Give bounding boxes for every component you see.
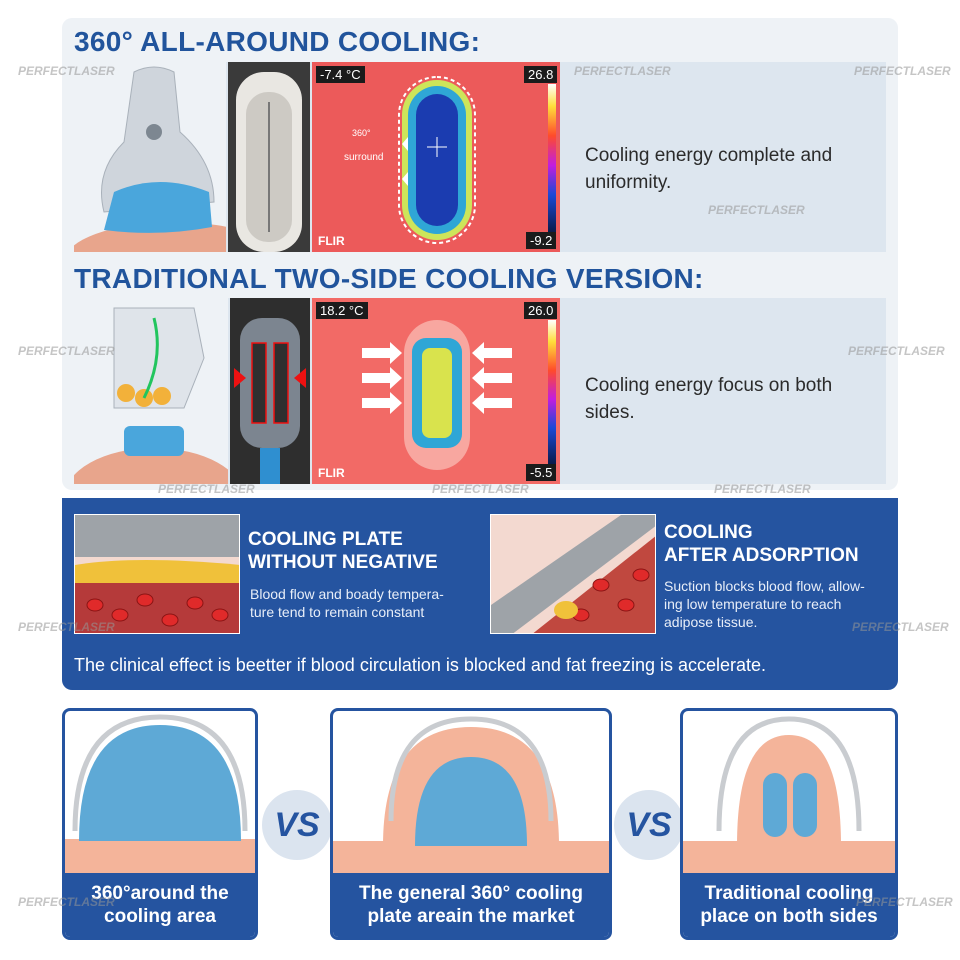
cooling-plate-desc-line2: ture tend to remain constant [250,604,425,620]
thermal-temp-readout: 18.2 °C [316,302,368,319]
section2-description: Cooling energy focus on both sides. [585,375,833,423]
thermal-scale-min: -9.2 [526,232,557,249]
card-360-label: 360°around the cooling area [65,873,255,937]
cooling-plate-no-negative-diagram [74,514,240,634]
cooling-plate-title-line1: COOLING PLATE [248,529,403,550]
watermark: PERFECTLASER [854,64,951,78]
thermal-image-two-side: 18.2 °C 26.0 -5.5 FLIR [312,298,560,484]
watermark: PERFECTLASER [18,620,115,634]
applicator-360-photo [228,62,310,252]
applicator-two-side-photo [230,298,310,484]
flir-logo: FLIR [318,466,345,480]
card-two-side: Traditional cooling place on both sides [680,708,898,940]
cooling-plate-desc-line1: Blood flow and boady tempera- [250,586,444,602]
adsorption-title-line2: AFTER ADSORPTION [664,545,859,566]
thermal-annotation-360: 360° [352,128,371,138]
card-general-360: The general 360° cooling plate areain th… [330,708,612,940]
flir-logo: FLIR [318,234,345,248]
watermark: PERFECTLASER [856,895,953,909]
watermark: PERFECTLASER [848,344,945,358]
adsorption-desc-line1: Suction blocks blood flow, allow- [664,578,865,594]
card-360-label-line2: cooling area [104,906,216,927]
thermal-scale-max: 26.0 [524,302,558,319]
watermark: PERFECTLASER [432,482,529,496]
watermark: PERFECTLASER [574,64,671,78]
adsorption-title-line1: COOLING [664,522,753,543]
section2-title: TRADITIONAL TWO-SIDE COOLING VERSION: [74,263,704,294]
thermal-image-360: -7.4 °C 26.8 -9.2 FLIR 360° surround [312,62,560,252]
card-360-label-line1: 360°around the [91,883,229,904]
handpiece-two-side-image [74,298,228,484]
adsorption-desc-line2: ing low temperature to reach [664,596,842,612]
card-360-around: 360°around the cooling area [62,708,258,940]
watermark: PERFECTLASER [708,203,805,217]
thermal-scale-max: 26.8 [524,66,558,83]
watermark: PERFECTLASER [158,482,255,496]
adsorption-desc-line3: adipose tissue. [664,614,758,630]
watermark: PERFECTLASER [18,344,115,358]
thermal-temp-readout: -7.4 °C [316,66,365,83]
card-two-side-label-line2: place on both sides [700,906,878,927]
thermal-annotation-surround: surround [344,152,384,163]
card-two-side-label-line1: Traditional cooling [704,883,874,904]
handpiece-360-image [74,62,226,252]
clinical-effect-note: The clinical effect is beetter if blood … [74,655,767,675]
watermark: PERFECTLASER [852,620,949,634]
card-two-side-label: Traditional cooling place on both sides [683,873,895,937]
cooling-plate-title-line2: WITHOUT NEGATIVE [248,552,438,573]
thermal-scale-min: -5.5 [526,464,557,481]
watermark: PERFECTLASER [18,895,115,909]
vs-badge-2: VS [614,790,684,860]
card-general-label-line1: The general 360° cooling [358,883,584,904]
section1-description: Cooling energy complete and uniformity. [585,145,833,193]
vs-badge-1: VS [262,790,332,860]
card-general-label-line2: plate areain the market [367,906,575,927]
section1-title: 360° ALL-AROUND COOLING: [74,26,481,57]
watermark: PERFECTLASER [18,64,115,78]
watermark: PERFECTLASER [714,482,811,496]
cooling-after-adsorption-diagram [490,514,656,634]
card-general-label: The general 360° cooling plate areain th… [333,873,609,937]
